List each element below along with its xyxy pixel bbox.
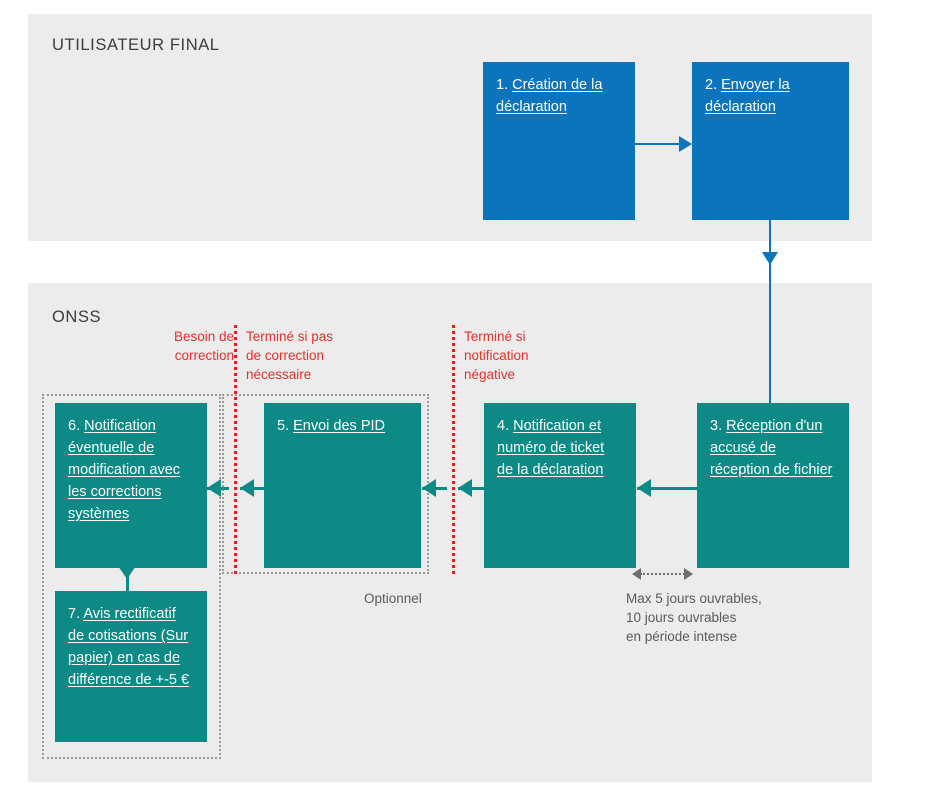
process-node-3-number: 3. [710,418,727,434]
process-node-2-number: 2. [705,77,722,93]
process-node-3[interactable]: 3. Réception d'un accusé de réception de… [697,403,849,568]
arrowhead-node6-to-node7 [118,566,136,579]
process-node-4[interactable]: 4. Notification et numéro de ticket de l… [484,403,636,568]
connector-node6-to-node7 [126,568,129,591]
process-node-1-label: Création de la déclaration [496,77,603,115]
caption-optionnel: Optionnel [364,591,422,606]
connector-node2-to-node3 [769,220,771,403]
connector-node1-to-node2 [635,143,680,145]
process-node-5-number: 5. [277,418,294,434]
process-node-3-label: Réception d'un accusé de réception de fi… [710,418,833,478]
process-node-7-number: 7. [68,606,84,622]
arrowhead-node1-to-node2 [679,136,692,152]
arrowhead-node5-to-separator [240,479,254,497]
process-node-6-number: 6. [68,418,85,434]
measure-arrow-line [640,573,685,575]
arrowhead-separator-to-node6 [207,479,221,497]
process-node-2[interactable]: 2. Envoyer la déclaration [692,62,849,220]
decision-separator-left [234,325,237,574]
process-node-6[interactable]: 6. Notification éventuelle de modificati… [55,403,207,568]
arrowhead-node2-to-node3 [762,252,778,265]
process-node-6-label: Notification éventuelle de modification … [68,418,181,522]
correction-group-region [42,394,221,759]
process-node-1[interactable]: 1. Création de la déclaration [483,62,635,220]
process-node-7[interactable]: 7. Avis rectificatif de cotisations (Sur… [55,591,207,742]
process-node-5-label: Envoi des PID [293,418,386,434]
process-node-4-number: 4. [497,418,514,434]
process-node-5[interactable]: 5. Envoi des PID [264,403,421,568]
swimlane-title-onss: ONSS [52,308,102,326]
measure-arrow-right-cap [684,568,693,580]
decision-separator-right [452,325,455,574]
process-node-7-label: Avis rectificatif de cotisations (Sur pa… [68,606,190,688]
label-besoin-de-correction: Besoin de correction [173,329,234,363]
measure-arrow-left-cap [632,568,641,580]
arrowhead-node3-to-node4 [637,479,651,497]
process-node-1-number: 1. [496,77,513,93]
label-termine-si-notification-negative: Terminé si notification négative [464,329,529,382]
swimlane-title-utilisateur-final: UTILISATEUR FINAL [52,36,220,54]
label-termine-si-pas-de-correction: Terminé si pas de correction nécessaire [246,329,334,382]
arrowhead-separator-to-node5 [422,479,436,497]
arrowhead-node4-to-separator [458,479,472,497]
process-node-2-label: Envoyer la déclaration [705,77,790,115]
process-node-4-label: Notification et numéro de ticket de la d… [497,418,605,478]
connector-node3-to-node4 [637,487,697,490]
caption-max-jours-ouvrables: Max 5 jours ouvrables, 10 jours ouvrable… [626,591,762,644]
